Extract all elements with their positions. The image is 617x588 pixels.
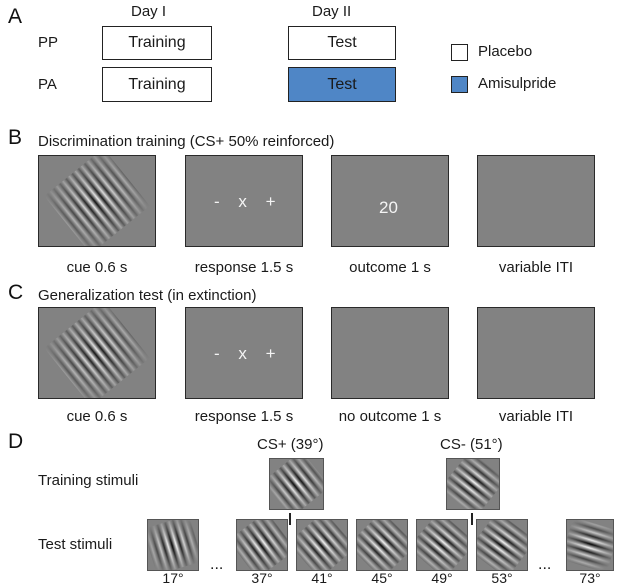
c-caption-cue: cue 0.6 s [66,408,128,425]
panel-b-letter: B [8,126,23,149]
test-angle-label: 45° [371,570,393,586]
response-prompt: - x + [214,192,276,211]
gabor-17 [148,520,198,570]
panel-c-letter: C [8,281,24,304]
c-iti-screen [477,307,595,399]
legend-placebo-swatch [451,44,468,61]
response-prompt-c: - x + [214,344,276,363]
cs-plus-label: CS+ (39°) [257,436,324,453]
pa-day1-box: Training [102,67,212,102]
test-stimulus-53 [476,519,528,571]
c-caption-no-outcome: no outcome 1 s [338,408,442,425]
b-outcome-screen: 20 [331,155,449,247]
ellipsis-right: ... [538,556,552,573]
test-angle-label: 49° [431,570,453,586]
day1-heading: Day I [131,3,167,20]
pa-day2-box: Test [288,67,396,102]
pp-day1-box: Training [102,26,212,60]
legend-placebo-label: Placebo [478,43,533,60]
b-cue-screen [38,155,156,247]
c-cue-screen [38,307,156,399]
legend-amisulpride-swatch [451,76,468,93]
cs-plus-connector [289,513,291,525]
c-caption-response: response 1.5 s [194,408,294,425]
cs-minus-connector [471,513,473,525]
test-stimulus-41 [296,519,348,571]
test-angle-label: 41° [311,570,333,586]
gabor-cue-c [44,308,150,398]
test-stimulus-37 [236,519,288,571]
test-stimuli-label: Test stimuli [38,536,113,553]
gabor-73 [567,520,613,570]
panel-c-title: Generalization test (in extinction) [38,287,257,304]
test-stimulus-45 [356,519,408,571]
c-caption-iti: variable ITI [498,408,574,425]
test-stimulus-73 [566,519,614,571]
panel-d-letter: D [8,430,24,453]
cs-minus-stimulus [446,458,500,510]
test-angle-label: 37° [251,570,273,586]
b-iti-screen [477,155,595,247]
gabor-49 [417,520,467,570]
outcome-value: 20 [379,198,398,217]
group-label-pp: PP [38,34,59,51]
gabor-cue-b [44,156,150,246]
test-angle-label: 17° [162,570,184,586]
test-angle-label: 73° [579,570,601,586]
ellipsis-left: ... [210,556,224,573]
b-caption-response: response 1.5 s [194,259,294,276]
group-label-pa: PA [38,76,57,93]
cs-plus-stimulus [269,458,324,510]
test-stimulus-49 [416,519,468,571]
panel-a-letter: A [8,5,23,28]
c-no-outcome-screen [331,307,449,399]
gabor-41 [297,520,347,570]
gabor-37 [237,520,287,570]
b-response-screen: - x + [185,155,303,247]
test-angle-label: 53° [491,570,513,586]
b-caption-outcome: outcome 1 s [349,259,431,276]
b-caption-cue: cue 0.6 s [66,259,128,276]
gabor-45 [357,520,407,570]
training-stimuli-label: Training stimuli [38,472,139,489]
gabor-cs-minus [447,459,499,509]
gabor-cs-plus [270,459,323,509]
test-stimulus-17 [147,519,199,571]
gabor-53 [477,520,527,570]
c-response-screen: - x + [185,307,303,399]
day2-heading: Day II [312,3,352,20]
pp-day2-box: Test [288,26,396,60]
legend-amisulpride-label: Amisulpride [478,75,557,92]
panel-b-title: Discrimination training (CS+ 50% reinfor… [38,133,335,150]
b-caption-iti: variable ITI [498,259,574,276]
cs-minus-label: CS- (51°) [440,436,503,453]
